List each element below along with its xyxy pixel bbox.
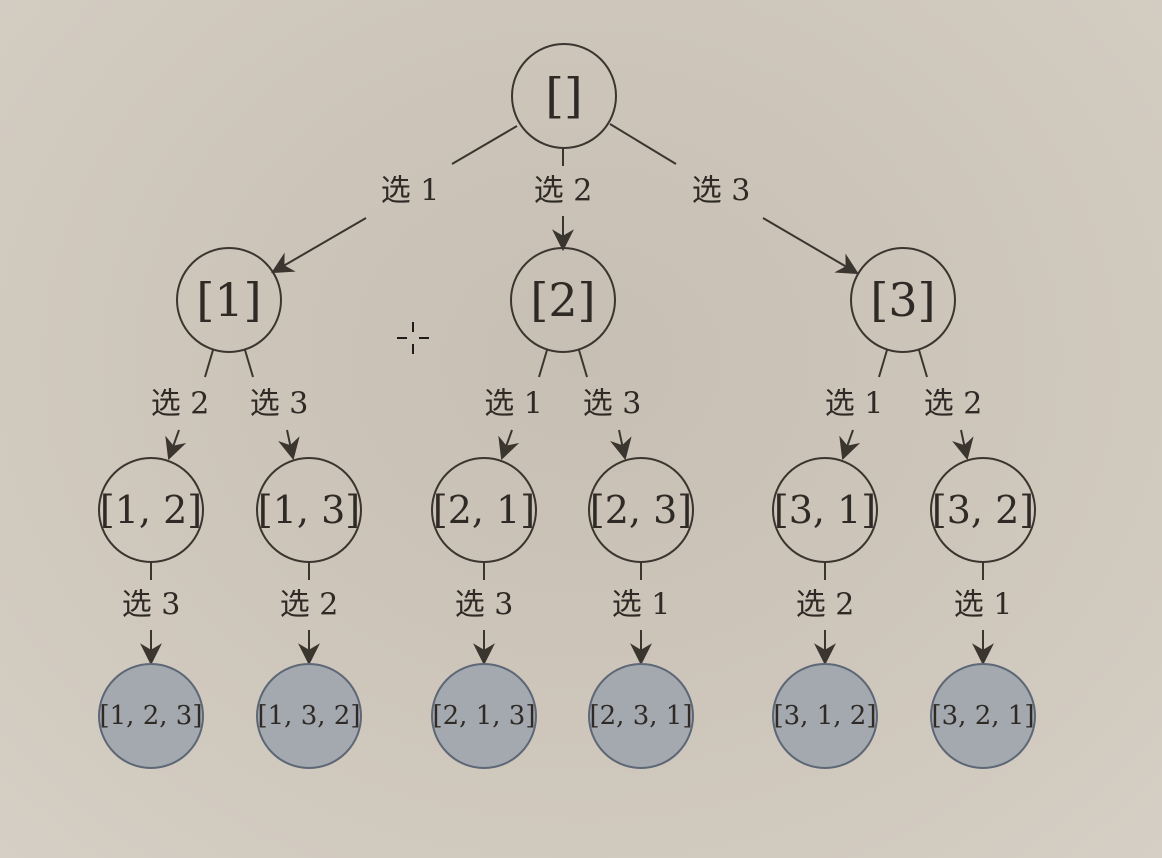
leaf-node-circle-n132 [256, 663, 362, 769]
edge-arrow-n3-n32 [952, 429, 974, 461]
tree-node-n312: [3, 1, 2] [772, 663, 878, 769]
node-label-root: [] [545, 68, 582, 124]
node-label-n132: [1, 3, 2] [258, 701, 361, 731]
tree-node-n321: [3, 2, 1] [930, 663, 1036, 769]
node-circle-n3 [850, 247, 956, 353]
tree-node-n3: [3] [850, 247, 956, 353]
tree-node-n123: [1, 2, 3] [98, 663, 204, 769]
tree-node-n213: [2, 1, 3] [431, 663, 537, 769]
edge-stem-n1-n12 [204, 349, 214, 378]
node-circle-n1 [176, 247, 282, 353]
edge-arrow-root-n1 [271, 217, 367, 274]
node-label-n1: [1] [196, 273, 261, 327]
edge-label-root-n2: 选 2 [534, 174, 593, 209]
edge-label-n1-n13: 选 3 [250, 387, 309, 422]
node-label-n12: [1, 2] [100, 488, 202, 532]
edge-arrow-n1-n12 [165, 429, 187, 461]
tree-node-n132: [1, 3, 2] [256, 663, 362, 769]
tree-node-n12: [1, 2] [98, 457, 204, 563]
tree-node-n31: [3, 1] [772, 457, 878, 563]
node-label-n32: [3, 2] [932, 488, 1034, 532]
edge-stem-n1-n13 [244, 349, 254, 378]
node-label-n2: [2] [530, 273, 595, 327]
node-circle-n21 [431, 457, 537, 563]
leaf-node-circle-n312 [772, 663, 878, 769]
edge-arrow-n1-n13 [278, 429, 300, 461]
edges-layer [140, 123, 994, 666]
tree-node-n2: [2] [510, 247, 616, 353]
node-label-n312: [3, 1, 2] [774, 701, 877, 731]
edge-label-root-n1: 选 1 [381, 174, 440, 209]
node-circle-n13 [256, 457, 362, 563]
node-label-n21: [2, 1] [433, 488, 535, 532]
edge-stem-n2-n21 [538, 349, 548, 378]
leaf-node-circle-n321 [930, 663, 1036, 769]
edge-label-root-n3: 选 3 [692, 174, 751, 209]
edge-label-n32-n321: 选 1 [954, 588, 1013, 623]
tree-node-n13: [1, 3] [256, 457, 362, 563]
leaf-node-circle-n213 [431, 663, 537, 769]
tree-node-n1: [1] [176, 247, 282, 353]
node-label-n213: [2, 1, 3] [433, 701, 536, 731]
node-circle-n31 [772, 457, 878, 563]
edge-stem-root-n1 [451, 125, 518, 165]
node-circle-root [511, 43, 617, 149]
edge-label-n3-n32: 选 2 [924, 387, 983, 422]
edge-labels-layer: 选 1 选 2 选 3 选 2 选 3 选 1 选 3 选 1 选 2 选 3 选 2 选 3 选 1 选… [122, 174, 1013, 623]
tree-node-n21: [2, 1] [431, 457, 537, 563]
node-circle-n23 [588, 457, 694, 563]
edge-label-n2-n23: 选 3 [583, 387, 642, 422]
edge-label-n3-n31: 选 1 [825, 387, 884, 422]
edge-stem-root-n3 [609, 123, 677, 165]
edge-arrow-n2-n23 [610, 429, 632, 461]
edge-label-n21-n213: 选 3 [455, 588, 514, 623]
edge-stem-n3-n31 [878, 349, 888, 378]
crosshair-cursor-icon [397, 322, 429, 354]
node-circle-n32 [930, 457, 1036, 563]
leaf-node-circle-n123 [98, 663, 204, 769]
node-label-n31: [3, 1] [774, 488, 876, 532]
node-label-n123: [1, 2, 3] [100, 701, 203, 731]
node-label-n13: [1, 3] [258, 488, 360, 532]
edge-arrow-n2-n21 [498, 429, 520, 461]
edge-label-n12-n123: 选 3 [122, 588, 181, 623]
nodes-layer: [] [1] [2] [3] [1, 2] [1, 3] [2, 1] [2, 3] [3, 1… [98, 43, 1036, 769]
edge-label-n1-n12: 选 2 [151, 387, 210, 422]
node-circle-n2 [510, 247, 616, 353]
edge-label-n23-n231: 选 1 [612, 588, 671, 623]
tree-node-root: [] [511, 43, 617, 149]
edge-label-n13-n132: 选 2 [280, 588, 339, 623]
leaf-node-circle-n231 [588, 663, 694, 769]
edge-stem-n2-n23 [578, 349, 588, 378]
tree-node-n23: [2, 3] [588, 457, 694, 563]
edge-arrow-root-n3 [762, 217, 859, 275]
tree-node-n32: [3, 2] [930, 457, 1036, 563]
node-label-n3: [3] [870, 273, 935, 327]
edge-stem-n3-n32 [918, 349, 928, 378]
node-circle-n12 [98, 457, 204, 563]
node-label-n321: [3, 2, 1] [932, 701, 1035, 731]
edge-arrow-n3-n31 [839, 429, 861, 461]
edge-label-n31-n312: 选 2 [796, 588, 855, 623]
node-label-n23: [2, 3] [590, 488, 692, 532]
node-label-n231: [2, 3, 1] [590, 701, 693, 731]
tree-node-n231: [2, 3, 1] [588, 663, 694, 769]
edge-label-n2-n21: 选 1 [484, 387, 543, 422]
